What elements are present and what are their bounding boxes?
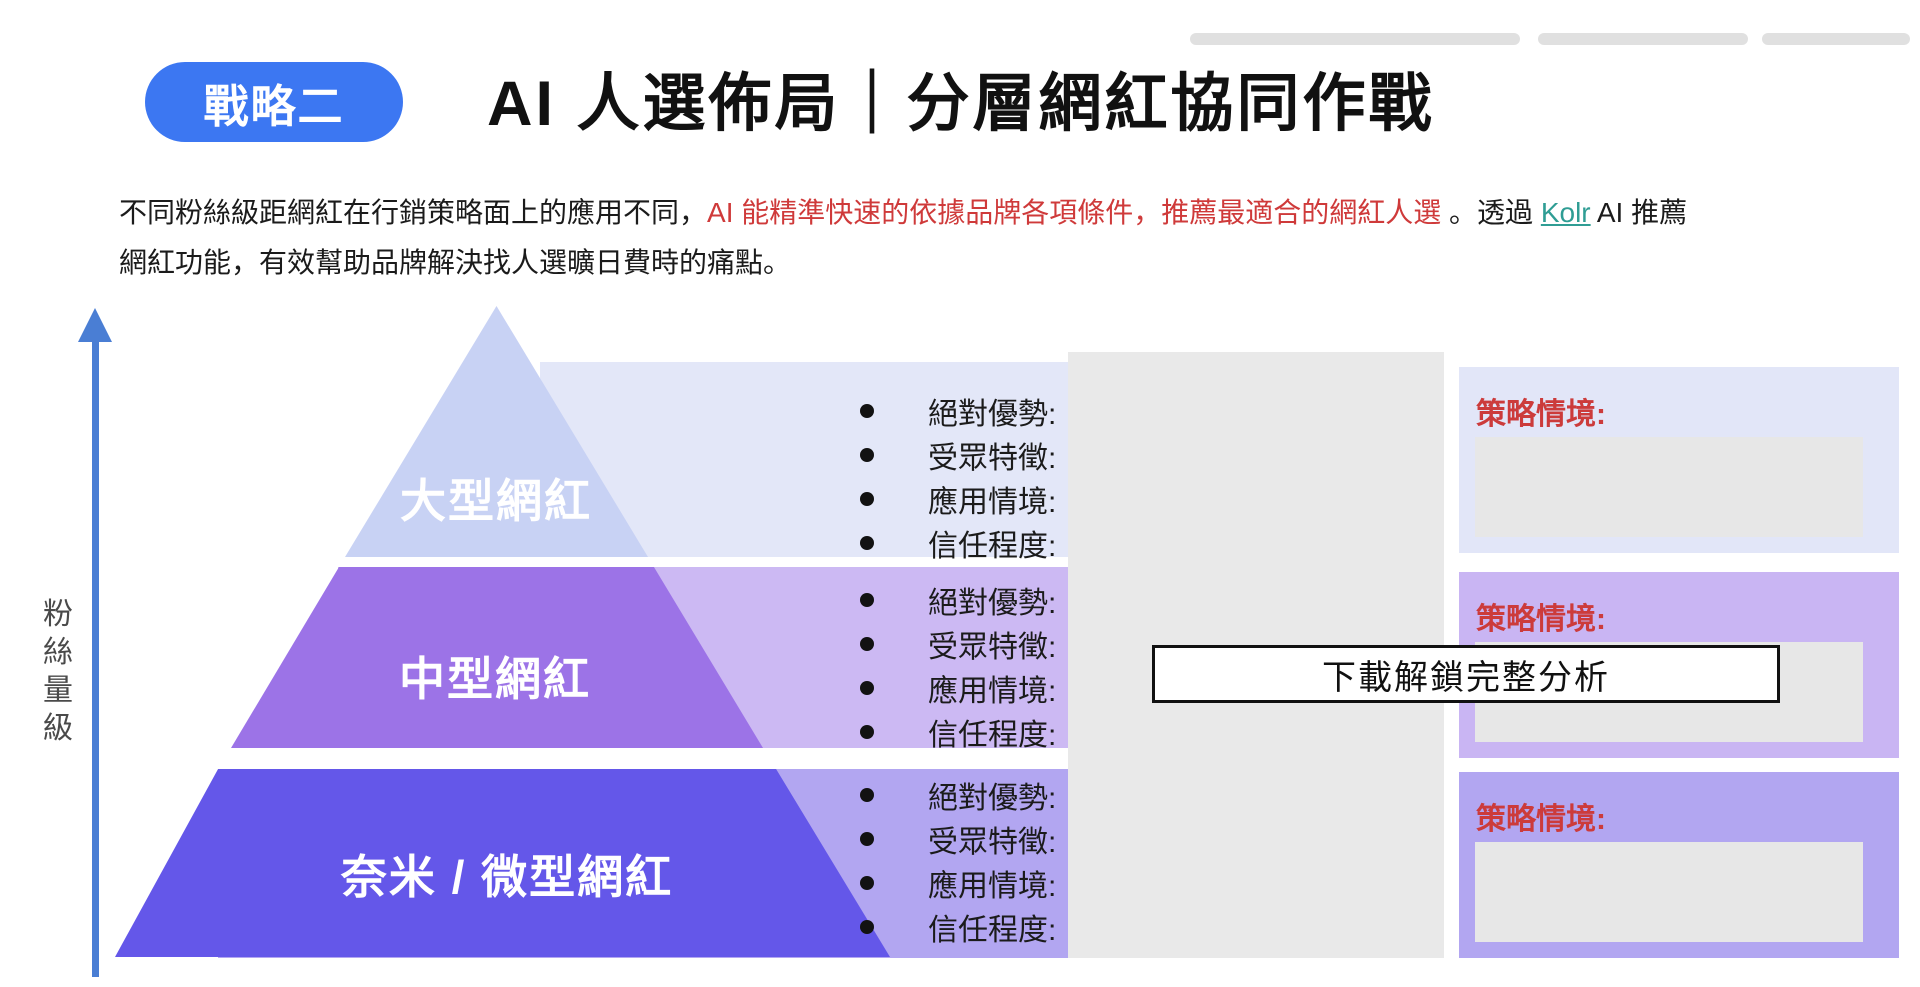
bullet-label: 信任程度: xyxy=(928,914,1057,947)
locked-placeholder-box xyxy=(1475,842,1863,942)
bullet-item: 受眾特徵: xyxy=(860,622,1160,666)
bullet-item: 絕對優勢: xyxy=(860,389,1160,433)
strategy-panel-tier1: 策略情境: xyxy=(1459,367,1899,553)
axis-arrow-up-icon xyxy=(78,308,112,342)
bullet-item: 絕對優勢: xyxy=(860,578,1160,622)
bullet-label: 受眾特徵: xyxy=(928,826,1057,859)
tier1-bullet-list: 絕對優勢: 受眾特徵: 應用情境: 信任程度: xyxy=(860,389,1160,565)
bullet-dot-icon xyxy=(860,788,874,802)
download-unlock-button[interactable]: 下載解鎖完整分析 xyxy=(1152,645,1780,703)
strategy-panel-title: 策略情境: xyxy=(1476,398,1606,431)
bullet-label: 應用情境: xyxy=(928,675,1057,708)
bullet-label: 絕對優勢: xyxy=(928,587,1057,620)
bullet-item: 信任程度: xyxy=(860,521,1160,565)
locked-placeholder-box xyxy=(1475,437,1863,537)
bullet-item: 受眾特徵: xyxy=(860,817,1160,861)
bullet-dot-icon xyxy=(860,920,874,934)
intro-line-1: 不同粉絲級距網紅在行銷策略面上的應用不同，AI 能精準快速的依據品牌各項條件，推… xyxy=(119,188,1687,238)
bullet-item: 絕對優勢: xyxy=(860,773,1160,817)
bullet-label: 絕對優勢: xyxy=(928,782,1057,815)
strategy-panel-tier3: 策略情境: xyxy=(1459,772,1899,958)
tier3-label: 奈米 / 微型網紅 xyxy=(340,851,674,903)
cropped-text-smudge xyxy=(1762,33,1910,45)
intro-text: 。透過 xyxy=(1441,197,1541,228)
strategy-panel-title: 策略情境: xyxy=(1476,803,1606,836)
intro-paragraph: 不同粉絲級距網紅在行銷策略面上的應用不同，AI 能精準快速的依據品牌各項條件，推… xyxy=(119,188,1687,288)
bullet-item: 應用情境: xyxy=(860,477,1160,521)
bullet-item: 信任程度: xyxy=(860,710,1160,754)
intro-line-2: 網紅功能，有效幫助品牌解決找人選曠日費時的痛點。 xyxy=(119,247,792,278)
bullet-label: 應用情境: xyxy=(928,486,1057,519)
bullet-label: 受眾特徵: xyxy=(928,442,1057,475)
axis-line xyxy=(92,338,99,977)
strategy-badge: 戰略二 xyxy=(145,62,403,142)
bullet-item: 受眾特徵: xyxy=(860,433,1160,477)
bullet-dot-icon xyxy=(860,876,874,890)
bullet-dot-icon xyxy=(860,681,874,695)
pyramid-tier3-trapezoid xyxy=(115,769,890,957)
tier2-bullet-list: 絕對優勢: 受眾特徵: 應用情境: 信任程度: xyxy=(860,578,1160,754)
cropped-text-smudge xyxy=(1538,33,1748,45)
bullet-item: 應用情境: xyxy=(860,861,1160,905)
bullet-item: 信任程度: xyxy=(860,905,1160,949)
bullet-dot-icon xyxy=(860,832,874,846)
bullet-dot-icon xyxy=(860,492,874,506)
intro-highlight-red: AI 能精準快速的依據品牌各項條件，推薦最適合的網紅人選 xyxy=(707,197,1442,228)
bullet-dot-icon xyxy=(860,448,874,462)
tier3-bullet-list: 絕對優勢: 受眾特徵: 應用情境: 信任程度: xyxy=(860,773,1160,949)
bullet-dot-icon xyxy=(860,536,874,550)
intro-text: AI 推薦 xyxy=(1590,197,1688,228)
cropped-text-smudge xyxy=(1190,33,1520,45)
bullet-dot-icon xyxy=(860,593,874,607)
intro-text: 不同粉絲級距網紅在行銷策略面上的應用不同， xyxy=(119,197,708,228)
bullet-dot-icon xyxy=(860,725,874,739)
bullet-dot-icon xyxy=(860,637,874,651)
strategy-badge-label: 戰略二 xyxy=(203,80,345,132)
axis-label: 粉絲量級 xyxy=(43,598,73,745)
bullet-dot-icon xyxy=(860,404,874,418)
bullet-label: 應用情境: xyxy=(928,870,1057,903)
strategy-panel-title: 策略情境: xyxy=(1476,603,1606,636)
bullet-label: 受眾特徵: xyxy=(928,631,1057,664)
bullet-label: 絕對優勢: xyxy=(928,398,1057,431)
tier1-label: 大型網紅 xyxy=(400,475,592,527)
bullet-label: 信任程度: xyxy=(928,719,1057,752)
bullet-label: 信任程度: xyxy=(928,530,1057,563)
tier2-label: 中型網紅 xyxy=(399,653,591,705)
bullet-item: 應用情境: xyxy=(860,666,1160,710)
kolr-link[interactable]: Kolr xyxy=(1540,197,1591,228)
page-title: AI 人選佈局｜分層網紅協同作戰 xyxy=(487,69,1435,139)
